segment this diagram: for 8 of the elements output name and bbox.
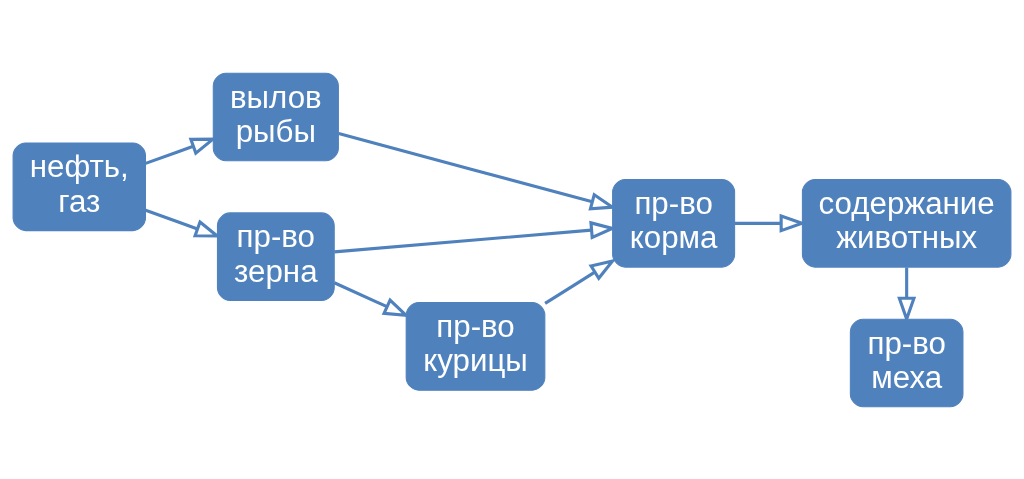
node-box: пр-во зерна bbox=[216, 211, 335, 301]
node-box: пр-во корма bbox=[612, 178, 736, 268]
node-box: нефть, газ bbox=[12, 142, 146, 231]
node-box: пр-во меха bbox=[849, 318, 964, 407]
node-box: пр-во курицы bbox=[405, 301, 546, 391]
arrow bbox=[544, 258, 617, 305]
node-box: вылов рыбы bbox=[212, 72, 339, 161]
node-box: содержание животных bbox=[801, 178, 1012, 268]
